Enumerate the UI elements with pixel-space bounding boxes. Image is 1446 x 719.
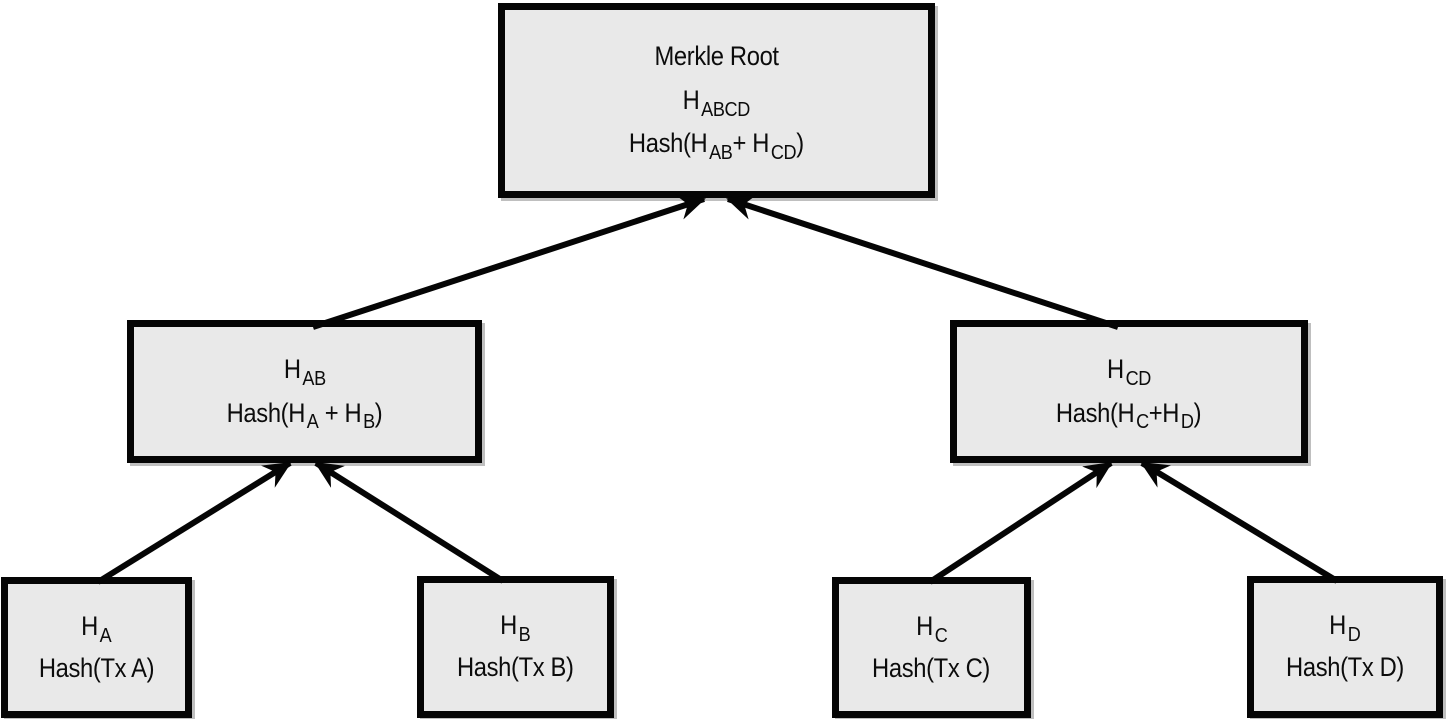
edge-hd-to-hcd <box>1140 460 1339 584</box>
edge-hb-to-hab <box>314 460 505 584</box>
node-formula: Hash(Tx C) <box>872 652 991 683</box>
node-formula: Hash(HC+HD) <box>1056 397 1202 434</box>
node-merkle-root: Merkle Root HABCD Hash(HAB+ HCD) <box>498 3 935 198</box>
node-hash-label: HABCD <box>682 84 751 121</box>
edge-hab-to-root <box>312 194 706 330</box>
node-heading: Merkle Root <box>654 40 779 71</box>
node-hash-label: HC <box>915 610 948 647</box>
edge-hc-to-hcd <box>928 460 1113 585</box>
node-hash-label: HB <box>500 610 531 647</box>
node-hd: HD Hash(Tx D) <box>1247 576 1443 718</box>
edge-ha-to-hab <box>96 460 292 585</box>
node-hcd: HCD Hash(HC+HD) <box>950 320 1308 463</box>
node-formula: Hash(Tx A) <box>38 652 155 683</box>
node-hc: HC Hash(Tx C) <box>832 577 1031 718</box>
node-formula: Hash(HA + HB) <box>226 397 383 434</box>
node-formula: Hash(HAB+ HCD) <box>629 128 804 165</box>
node-ha: HA Hash(Tx A) <box>1 577 192 718</box>
node-formula: Hash(Tx D) <box>1286 652 1404 682</box>
node-hash-label: HA <box>81 610 112 647</box>
node-hash-label: HD <box>1329 610 1361 647</box>
node-hab: HAB Hash(HA + HB) <box>127 320 482 463</box>
edge-hcd-to-root <box>726 194 1119 330</box>
node-hash-label: HAB <box>283 353 326 390</box>
node-hash-label: HCD <box>1107 353 1151 390</box>
node-hb: HB Hash(Tx B) <box>417 576 614 718</box>
node-formula: Hash(Tx B) <box>457 652 574 682</box>
